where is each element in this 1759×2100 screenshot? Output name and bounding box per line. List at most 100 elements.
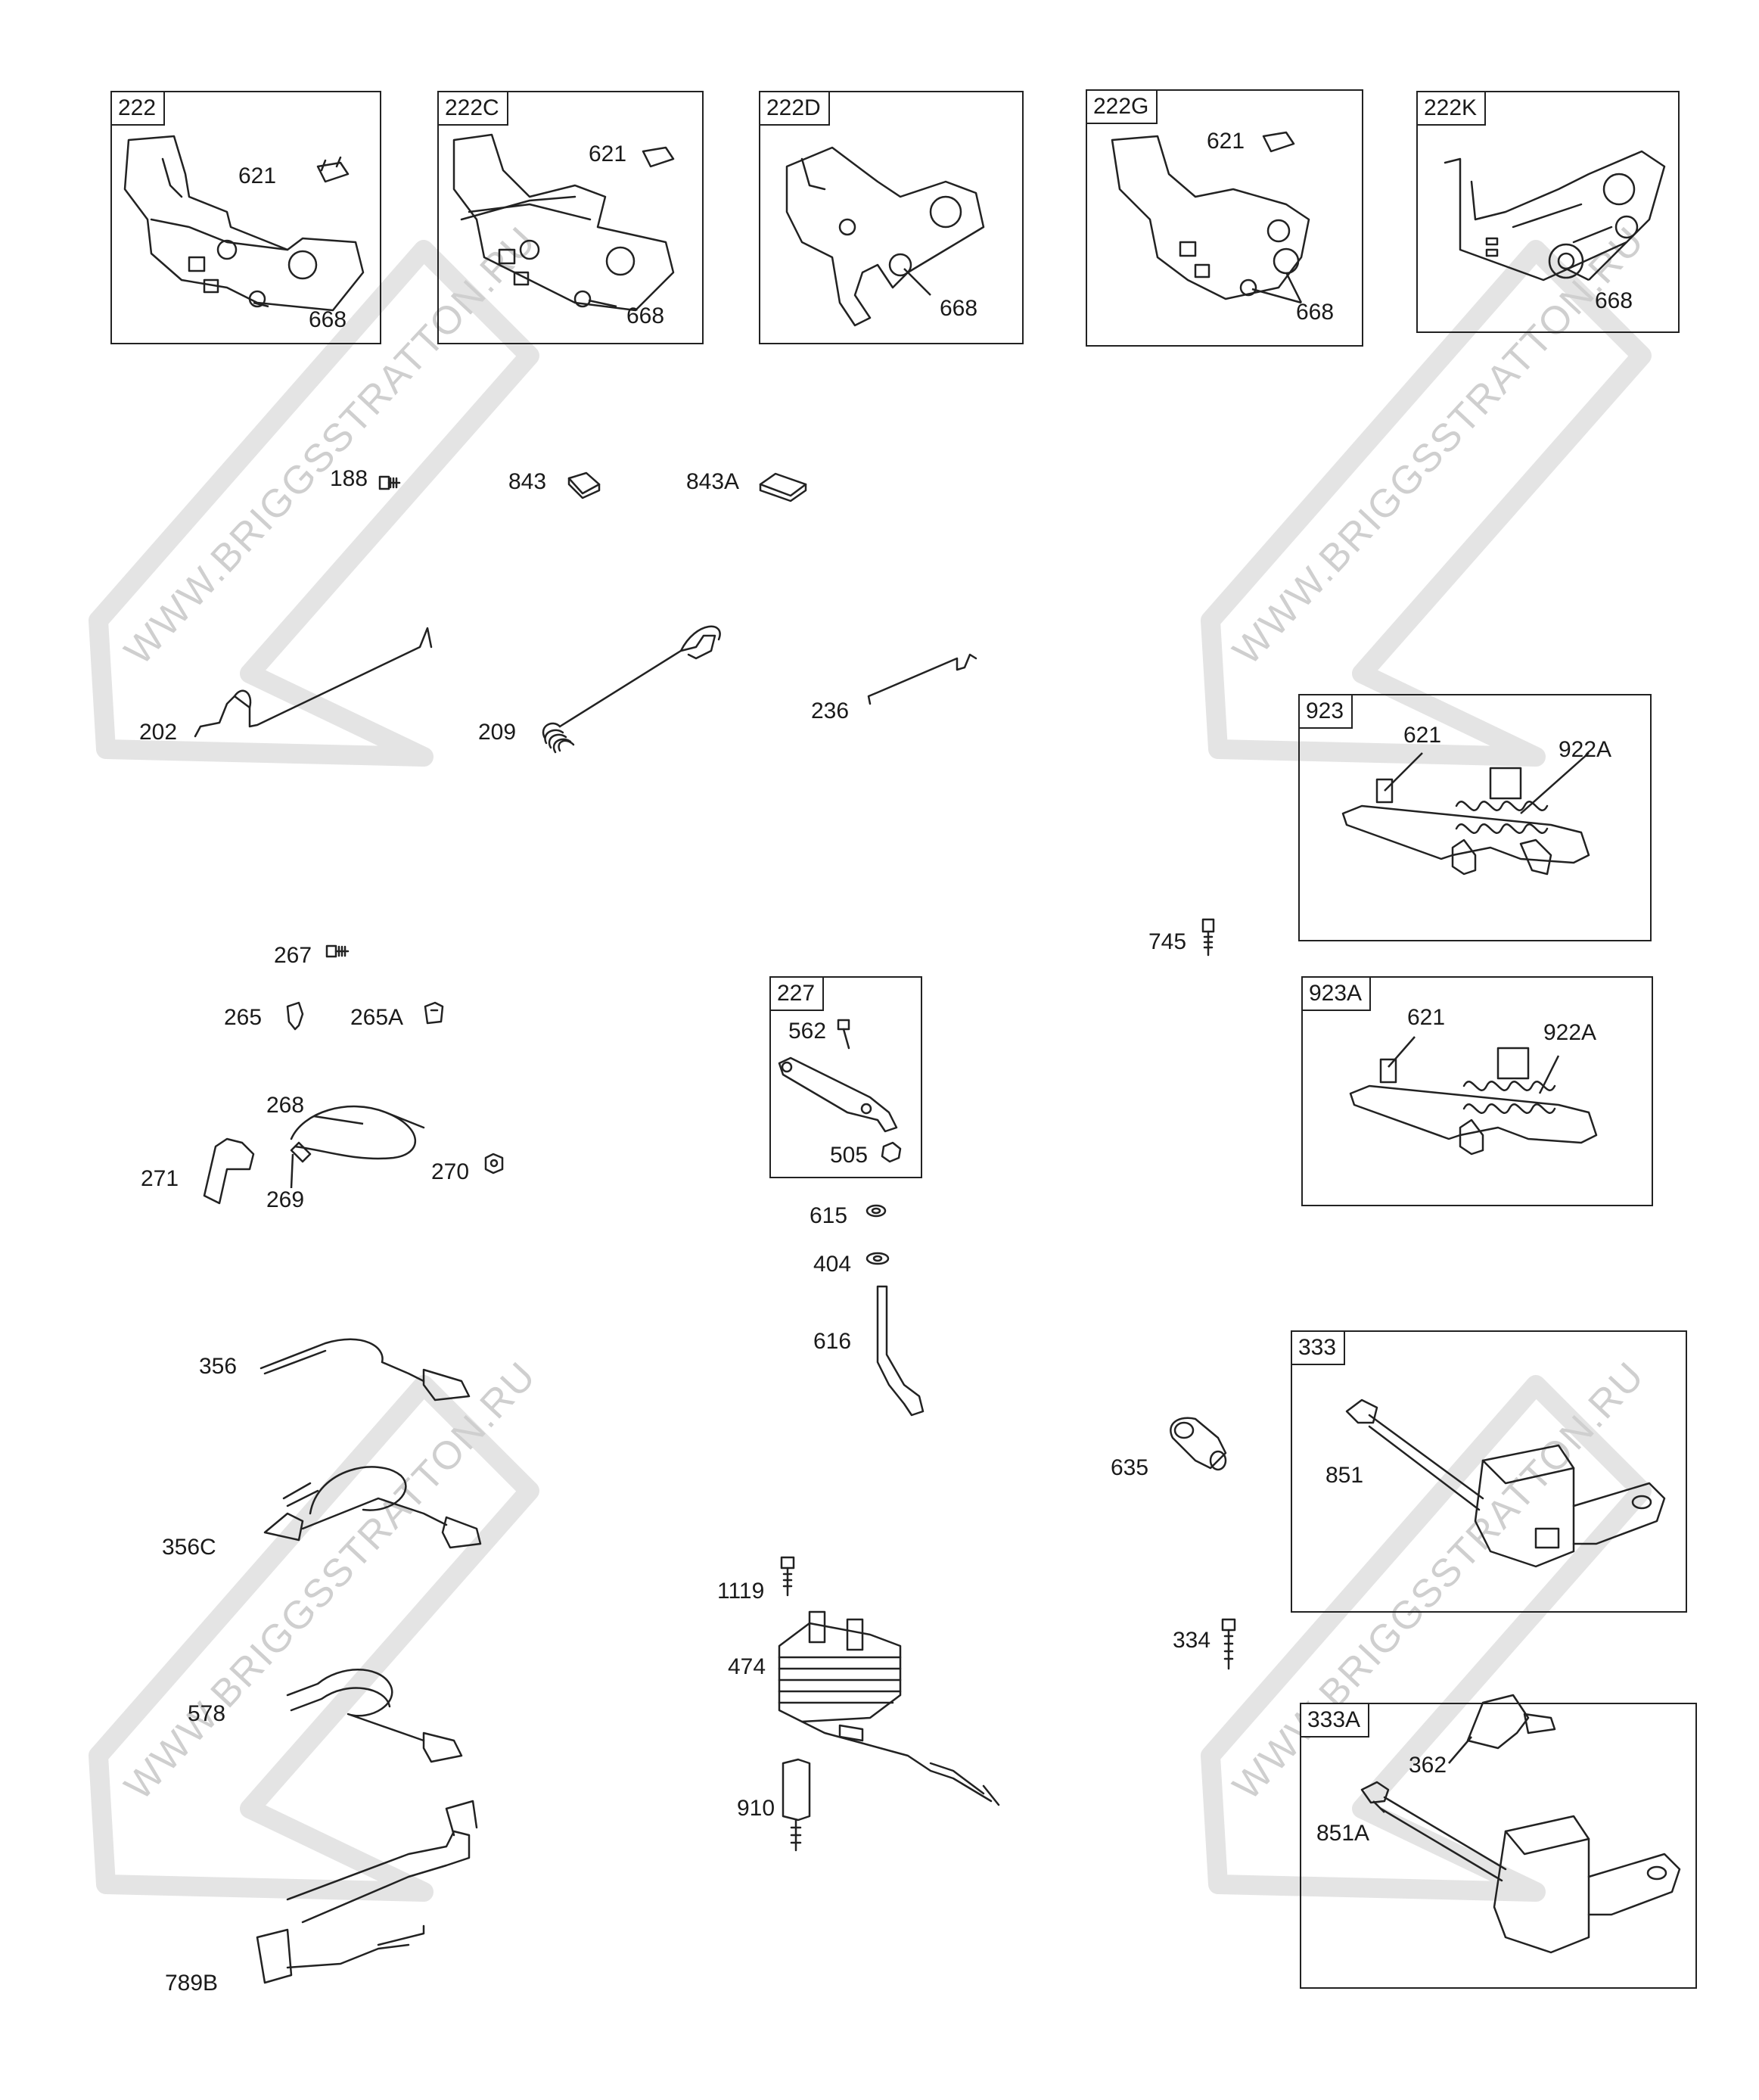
part-label: 668 (1595, 288, 1633, 313)
group-box-222: 222 (110, 91, 381, 344)
governor-bracket-222G-drawing (1111, 131, 1310, 300)
nut-270-drawing (484, 1153, 504, 1174)
part-label: 334 (1173, 1628, 1211, 1653)
part-label: 505 (830, 1143, 869, 1168)
part-label: 621 (1403, 723, 1442, 748)
part-label: 910 (737, 1796, 775, 1821)
part-label: 851A (1316, 1821, 1370, 1846)
part-label: 635 (1111, 1455, 1149, 1480)
nut-615-drawing (866, 1204, 887, 1218)
standoff-910-drawing (782, 1758, 811, 1852)
screw-267-drawing (325, 944, 350, 958)
part-label: 615 (810, 1203, 848, 1228)
part-label: 621 (1407, 1005, 1446, 1030)
part-label: 270 (431, 1159, 470, 1184)
part-label: 668 (940, 296, 978, 321)
group-tag-222: 222 (110, 91, 166, 126)
part-label: 616 (813, 1329, 852, 1354)
leader-668d (1251, 272, 1303, 304)
rod-202-hook (233, 689, 252, 709)
group-tag-222G: 222G (1086, 89, 1158, 124)
group-box-923A: 923A (1301, 976, 1653, 1206)
boot-635-drawing (1170, 1417, 1227, 1471)
group-tag-333: 333 (1291, 1330, 1346, 1365)
group-box-222C: 222C (437, 91, 704, 344)
part-label: 922A (1543, 1020, 1597, 1045)
governor-bracket-222-drawing (123, 135, 365, 312)
clip-265-drawing (286, 1001, 304, 1031)
wire-356C-drawing (263, 1466, 482, 1549)
group-box-923: 923 (1298, 694, 1652, 941)
part-label: 474 (728, 1654, 766, 1679)
group-tag-222K: 222K (1416, 91, 1487, 126)
part-label: 668 (309, 307, 347, 332)
screw-188-drawing (378, 475, 401, 490)
part-label: 265 (224, 1005, 263, 1030)
armature-474-drawing (778, 1610, 1000, 1806)
governor-bracket-222D-drawing (785, 146, 985, 327)
group-box-227: 227 (769, 976, 922, 1178)
group-tag-227: 227 (769, 976, 825, 1011)
group-tag-333A: 333A (1300, 1703, 1370, 1738)
leader-922Ab (1538, 1055, 1560, 1094)
part-label: 188 (330, 466, 368, 491)
governor-assembly-923-drawing (1341, 767, 1590, 876)
part-843A-drawing (759, 472, 807, 502)
screw-334-drawing (1221, 1618, 1236, 1670)
group-tag-222C: 222C (437, 91, 508, 126)
harness-789B-drawing (256, 1800, 478, 1984)
leader-269 (290, 1153, 294, 1189)
part-label: 668 (626, 303, 665, 328)
part-843-drawing (567, 471, 601, 499)
part-label: 562 (788, 1019, 827, 1044)
governor-bracket-222C-drawing (452, 133, 675, 312)
leader-668a (253, 301, 269, 308)
part-label: 271 (141, 1166, 179, 1191)
part-label: 1119 (717, 1579, 765, 1604)
part-label: 209 (478, 720, 517, 745)
part-label: 621 (1207, 129, 1245, 154)
group-tag-923: 923 (1298, 694, 1353, 729)
governor-assembly-923A-drawing (1349, 1047, 1598, 1156)
part-label: 362 (1409, 1753, 1447, 1778)
leader-621f (1384, 752, 1423, 792)
group-box-222D: 222D (759, 91, 1024, 344)
part-label: 269 (266, 1187, 305, 1212)
lever-227-drawing (778, 1019, 902, 1163)
leader-922A (1520, 752, 1590, 814)
leader-668c (903, 268, 931, 296)
group-box-333: 333 (1291, 1330, 1687, 1613)
rod-202-drawing (194, 627, 433, 738)
screw-1119-drawing (780, 1556, 795, 1597)
group-tag-923A: 923A (1301, 976, 1372, 1011)
part-label: 265A (350, 1005, 404, 1030)
part-label: 668 (1296, 300, 1335, 325)
wire-578-drawing (286, 1669, 463, 1763)
part-label: 745 (1148, 929, 1187, 954)
part-label: 789B (165, 1971, 219, 1996)
leader-lines (253, 241, 1627, 1813)
part-label: 621 (238, 163, 277, 188)
part-label: 202 (139, 720, 178, 745)
leader-668e (1565, 241, 1627, 282)
leader-362 (1448, 1736, 1472, 1764)
group-tag-222D: 222D (759, 91, 830, 126)
group-box-222G: 222G (1086, 89, 1363, 347)
part-label: 268 (266, 1093, 305, 1118)
leader-621g (1388, 1036, 1416, 1068)
leader-851A (1372, 1800, 1385, 1813)
coil-333-drawing (1345, 1398, 1666, 1568)
leader-268 (313, 1115, 364, 1125)
part-label: 843 (508, 469, 547, 494)
spring-link-209-drawing (542, 625, 721, 754)
lever-271-drawing (203, 1137, 255, 1205)
part-label: 843A (686, 469, 740, 494)
part-label: 922A (1559, 737, 1612, 762)
part-label: 356C (162, 1535, 216, 1560)
cable-268-drawing (290, 1105, 425, 1163)
washer-404-drawing (866, 1252, 890, 1265)
screw-745-drawing (1201, 918, 1215, 957)
part-label: 404 (813, 1252, 852, 1277)
